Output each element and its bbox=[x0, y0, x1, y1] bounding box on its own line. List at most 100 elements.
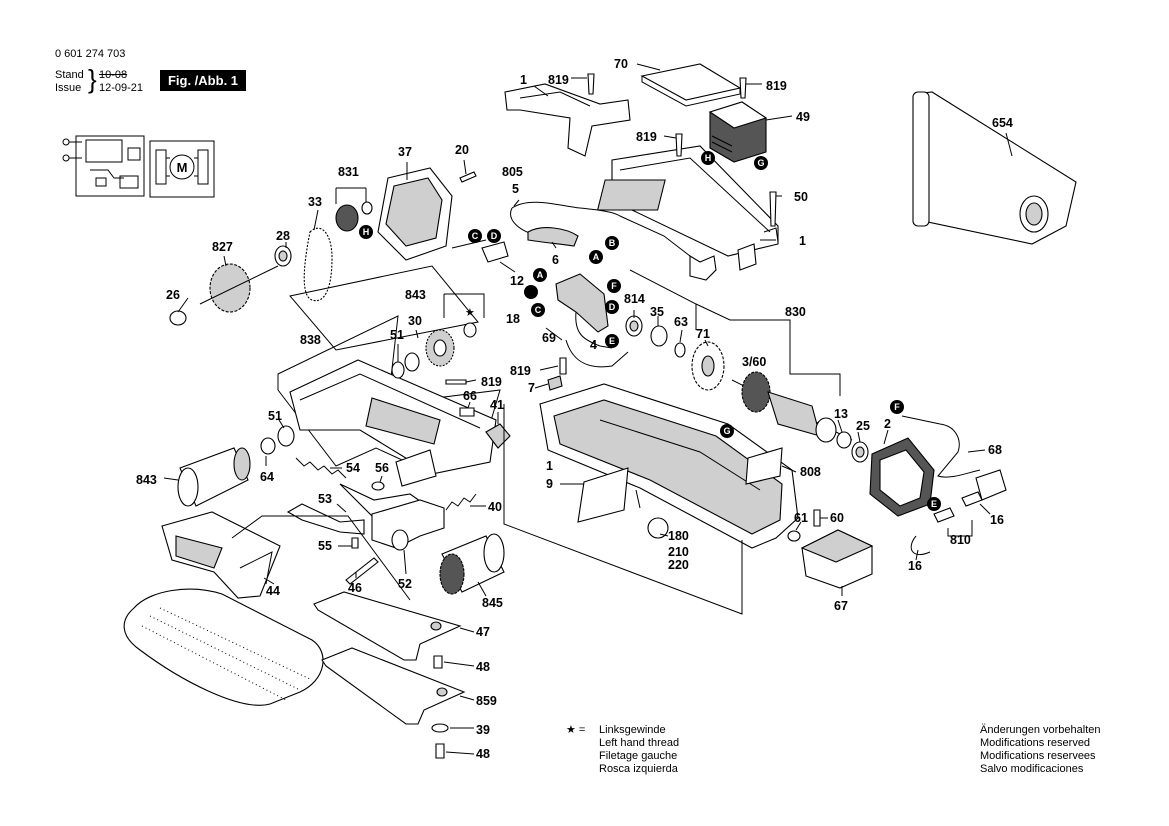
cap-67 bbox=[800, 529, 874, 589]
callout-label: 37 bbox=[398, 145, 412, 159]
callout-label: 53 bbox=[318, 492, 332, 506]
callout-label: 12 bbox=[510, 274, 524, 288]
svg-text:B: B bbox=[609, 238, 616, 248]
legend-line-en: Left hand thread bbox=[599, 737, 680, 749]
bearing-814 bbox=[625, 315, 643, 337]
callout-label: 55 bbox=[318, 539, 332, 553]
modifications-line-es: Salvo modificaciones bbox=[980, 763, 1084, 775]
toothed-belt-33 bbox=[303, 227, 333, 302]
svg-text:G: G bbox=[723, 426, 730, 436]
callout-label: 50 bbox=[794, 190, 808, 204]
armature-3-60 bbox=[731, 371, 853, 443]
bearing-28 bbox=[274, 245, 292, 267]
issue-label: Issue bbox=[55, 82, 82, 94]
callout-label: 60 bbox=[830, 511, 844, 525]
callout-label: 9 bbox=[546, 477, 553, 491]
callout-label: 52 bbox=[398, 577, 412, 591]
lead-68 bbox=[901, 415, 1007, 501]
screw-48b bbox=[435, 743, 445, 759]
link-marker-d: D bbox=[487, 229, 501, 243]
roller-843 bbox=[177, 447, 251, 507]
top-handle-cover-1 bbox=[504, 83, 631, 157]
screw-55 bbox=[351, 537, 359, 549]
motor-symbol bbox=[169, 154, 195, 180]
star-marker: ★ bbox=[465, 307, 475, 319]
link-marker-f: F bbox=[607, 279, 621, 293]
cord-clamp-12 bbox=[451, 239, 509, 263]
brush-cap-49 bbox=[708, 101, 768, 163]
callout-label: 13 bbox=[834, 407, 848, 421]
stand-label: Stand bbox=[55, 69, 84, 81]
bearing-13 bbox=[836, 431, 852, 449]
link-marker-b: B bbox=[605, 236, 619, 250]
top-plate-70 bbox=[640, 63, 742, 107]
callout-label: 61 bbox=[794, 511, 808, 525]
washer-64 bbox=[260, 437, 276, 455]
sanding-belt bbox=[123, 588, 324, 706]
callout-label: 1 bbox=[520, 73, 527, 87]
callout-label: 859 bbox=[476, 694, 497, 708]
screw-56 bbox=[371, 481, 385, 491]
link-marker-a: A bbox=[589, 250, 603, 264]
callout-label: 39 bbox=[476, 723, 490, 737]
legend-line-es: Rosca izquierda bbox=[599, 763, 678, 775]
svg-text:D: D bbox=[491, 231, 498, 241]
bearing-61 bbox=[787, 530, 801, 542]
link-marker-c: C bbox=[531, 303, 545, 317]
callout-label: 63 bbox=[674, 315, 688, 329]
leader-lines bbox=[163, 63, 1013, 755]
dust-bag-654 bbox=[912, 91, 1077, 245]
part-number: 0 601 274 703 bbox=[55, 48, 126, 60]
svg-text:C: C bbox=[472, 231, 479, 241]
link-marker-c: C bbox=[468, 229, 482, 243]
callout-label: 819 bbox=[548, 73, 569, 87]
link-marker-b bbox=[524, 285, 538, 299]
svg-text:C: C bbox=[535, 305, 542, 315]
cable-805 bbox=[510, 201, 717, 281]
field-2 bbox=[869, 437, 935, 517]
screw-60 bbox=[813, 509, 821, 527]
callout-label: 51 bbox=[268, 409, 282, 423]
link-marker-a: A bbox=[533, 268, 547, 282]
callout-label: 845 bbox=[482, 596, 503, 610]
callout-label: 819 bbox=[636, 130, 657, 144]
callout-label: 819 bbox=[510, 364, 531, 378]
link-marker-g: G bbox=[754, 156, 768, 170]
callout-label: 47 bbox=[476, 625, 490, 639]
svg-text:D: D bbox=[609, 302, 616, 312]
link-marker-h: H bbox=[701, 151, 715, 165]
link-marker-e: E bbox=[605, 334, 619, 348]
callout-label: 16 bbox=[908, 559, 922, 573]
callout-label: 35 bbox=[650, 305, 664, 319]
motor-housing-upper bbox=[596, 145, 779, 271]
brace-symbol: } bbox=[88, 64, 97, 94]
callout-label: 6 bbox=[552, 253, 559, 267]
screw-48a bbox=[433, 655, 443, 669]
modifications-notice: Änderungen vorbehalten Modifications res… bbox=[980, 724, 1100, 776]
legend: ★ = Linksgewinde Left hand thread Fileta… bbox=[566, 724, 679, 776]
plate-47 bbox=[313, 591, 462, 661]
label-180-210-220 bbox=[647, 517, 669, 539]
screw-20 bbox=[459, 171, 477, 183]
washer-63 bbox=[674, 342, 686, 358]
callout-label: 18 bbox=[506, 312, 520, 326]
svg-text:A: A bbox=[537, 270, 544, 280]
gear-housing-1 bbox=[539, 383, 799, 549]
callout-label: 4 bbox=[590, 338, 597, 352]
cord-guard-6 bbox=[527, 227, 579, 247]
callout-label: 41 bbox=[490, 398, 504, 412]
link-marker-d: D bbox=[605, 300, 619, 314]
callout-label: 805 bbox=[502, 165, 523, 179]
svg-text:A: A bbox=[593, 252, 600, 262]
base-plate-838 bbox=[289, 359, 497, 475]
pulley-831 bbox=[335, 201, 373, 232]
callout-label: 654 bbox=[992, 116, 1013, 130]
callout-label: 20 bbox=[455, 143, 469, 157]
gear-pulley-827 bbox=[199, 263, 279, 313]
svg-text:G: G bbox=[757, 158, 764, 168]
bearing-51a bbox=[391, 352, 420, 379]
pin-46 bbox=[345, 557, 379, 585]
callout-label: 25 bbox=[856, 419, 870, 433]
switch-4 bbox=[555, 273, 613, 349]
